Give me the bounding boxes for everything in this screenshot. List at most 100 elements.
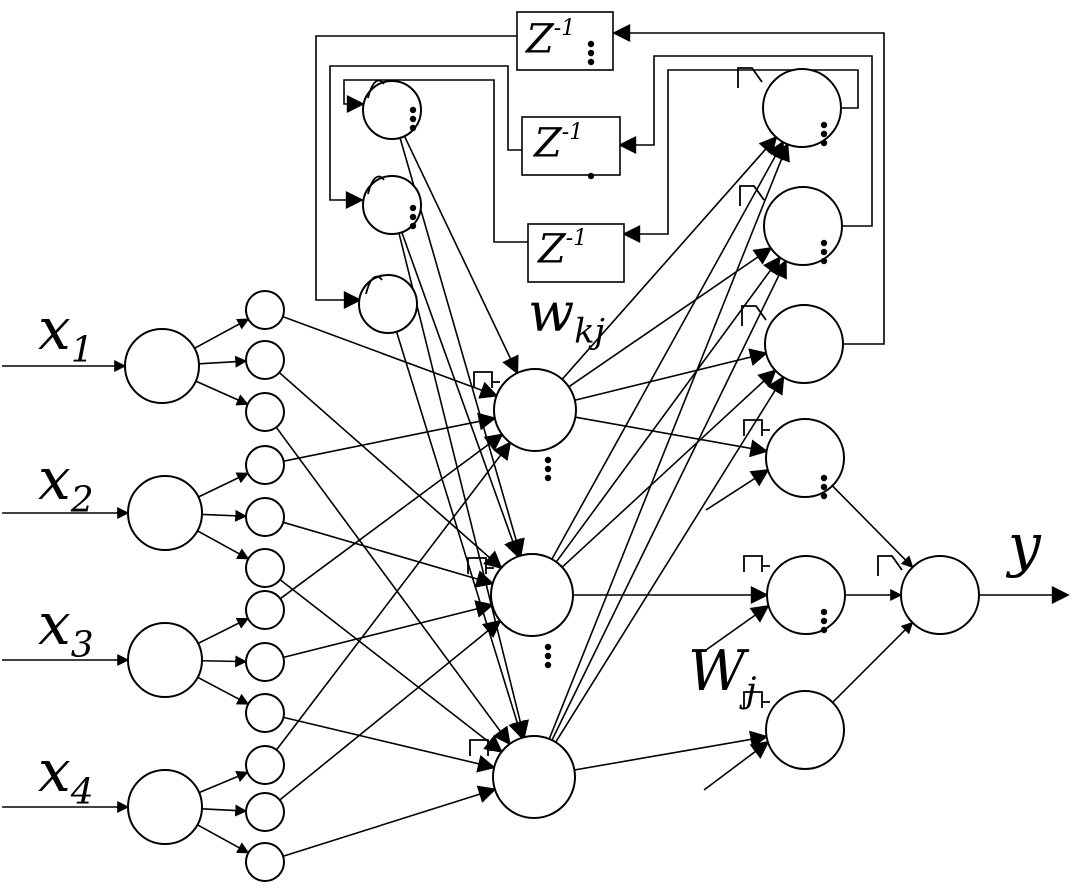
hidden-dots-1-1 xyxy=(544,465,552,473)
membership-neuron-2 xyxy=(245,340,285,380)
membership-neuron-6 xyxy=(245,548,285,588)
activation-glyph-output xyxy=(877,555,903,576)
membership-neuron-8 xyxy=(245,642,285,682)
context2-dots-1 xyxy=(409,213,417,221)
membership-neuron-3 xyxy=(245,392,285,432)
membership-neuron-7 xyxy=(245,590,285,630)
activation-glyph-context2 xyxy=(367,175,385,195)
neurons xyxy=(124,11,980,882)
edge-hidden2-l4-1 xyxy=(551,140,784,560)
activation-glyph-l4-5 xyxy=(743,555,770,572)
delay-block-label-1: Z-1 xyxy=(526,16,576,63)
edge-mf11-hidden xyxy=(279,619,502,801)
delay-block-label-3: Z-1 xyxy=(538,226,588,273)
delay-block-1 xyxy=(516,11,614,71)
delay1-dots-1 xyxy=(587,49,595,57)
hidden-dots-2-1 xyxy=(544,652,552,660)
weight-label-Wj: Wj xyxy=(688,639,757,712)
l4-2-dots-0 xyxy=(820,239,828,247)
membership-neuron-4 xyxy=(245,445,285,485)
edge-l4-6-output xyxy=(832,621,914,703)
edge-input4-mf1 xyxy=(198,771,249,794)
activation-glyph-context3 xyxy=(365,275,383,295)
l4-5-dots-2 xyxy=(820,626,828,634)
context-neuron-3 xyxy=(358,274,418,334)
context1-dots-0 xyxy=(409,106,417,114)
membership-neuron-11 xyxy=(245,792,285,832)
activation-glyph-hidden2 xyxy=(467,557,494,574)
context1-dots-2 xyxy=(409,124,417,132)
context-neuron-2 xyxy=(362,175,422,235)
output-neuron xyxy=(900,555,980,635)
hidden-dots-1-0 xyxy=(544,456,552,464)
l4-5-dots-1 xyxy=(820,617,828,625)
l4-4-dots-1 xyxy=(820,483,828,491)
edge-mf12-hidden xyxy=(282,785,497,858)
input-neuron-2 xyxy=(127,475,203,551)
activation-glyph-hidden3 xyxy=(469,739,496,756)
delay1-dots-2 xyxy=(587,58,595,66)
activation-glyph-l4-1 xyxy=(737,67,763,88)
edge-input3-mf1 xyxy=(197,617,250,645)
activation-glyph-context1 xyxy=(367,79,385,99)
edge-hidden3-l4-1 xyxy=(548,142,790,740)
edge-mf9-hidden xyxy=(283,716,496,773)
delay-block-label-2: Z-1 xyxy=(534,120,584,167)
feedback-loop-1 xyxy=(612,24,885,345)
consequent-neuron-2 xyxy=(763,186,843,266)
l4-2-dots-1 xyxy=(820,248,828,256)
hidden-dots-1-2 xyxy=(544,474,552,482)
hidden-dots-2-2 xyxy=(544,661,552,669)
edge-input4-mf2 xyxy=(201,804,248,817)
rule-neuron-1 xyxy=(493,368,577,452)
weight-input-4 xyxy=(705,469,770,511)
edge-input2-mf3 xyxy=(197,530,250,560)
feedback-to-context-2 xyxy=(329,65,522,209)
input-label-x3: x3 xyxy=(38,590,94,666)
hidden-dots-2-0 xyxy=(544,643,552,651)
feedback-loop-2 xyxy=(618,55,873,227)
context2-dots-2 xyxy=(409,222,417,230)
input-neuron-4 xyxy=(127,769,203,845)
consequent-neuron-4 xyxy=(765,418,845,498)
membership-neuron-10 xyxy=(245,745,285,785)
consequent-neuron-5 xyxy=(766,555,846,635)
edge-hidden3-l4-2 xyxy=(551,259,787,741)
edge-mf1-hidden xyxy=(282,315,499,399)
l4-4-dots-2 xyxy=(820,492,828,500)
edge-input2-mf1 xyxy=(198,472,249,498)
input-label-x2: x2 xyxy=(38,445,94,521)
weight-input-6 xyxy=(703,740,770,791)
activation-glyph-l4-2 xyxy=(739,185,765,206)
membership-neuron-1 xyxy=(245,290,285,330)
edge-input1-mf2 xyxy=(198,355,248,368)
edge-context2-hidden3 xyxy=(398,232,529,739)
edge-hidden1-l4-4 xyxy=(575,416,769,458)
input-neuron-1 xyxy=(124,328,200,404)
feedback-to-context-3 xyxy=(315,35,517,309)
activation-glyph-l4-6 xyxy=(743,691,770,708)
edge-mf6-hidden xyxy=(279,579,504,753)
feedback-loop-3 xyxy=(622,69,859,243)
edge-context1-hidden1 xyxy=(403,135,519,375)
l4-1-dots-2 xyxy=(820,139,828,147)
output-label-y: y xyxy=(1008,511,1041,579)
membership-neuron-5 xyxy=(245,497,285,537)
edge-hidden3-l4-6 xyxy=(574,730,769,771)
edge-mf4-hidden xyxy=(283,412,497,462)
edge-input4-mf3 xyxy=(197,824,250,854)
edge-input1-mf1 xyxy=(194,318,250,350)
activation-glyph-hidden1 xyxy=(473,371,500,388)
edge-l4-4-output xyxy=(831,485,914,569)
l4-5-dots-0 xyxy=(820,608,828,616)
delay2-dot xyxy=(587,172,595,180)
delay-block-3 xyxy=(527,223,625,283)
edge-input1-mf3 xyxy=(195,380,249,406)
edge-mf7-hidden xyxy=(279,433,504,600)
edge-hidden3-l4-3 xyxy=(555,375,785,743)
activation-glyphs xyxy=(365,40,903,756)
edge-context2-hidden2 xyxy=(401,232,522,559)
delay1-dots-0 xyxy=(587,40,595,48)
